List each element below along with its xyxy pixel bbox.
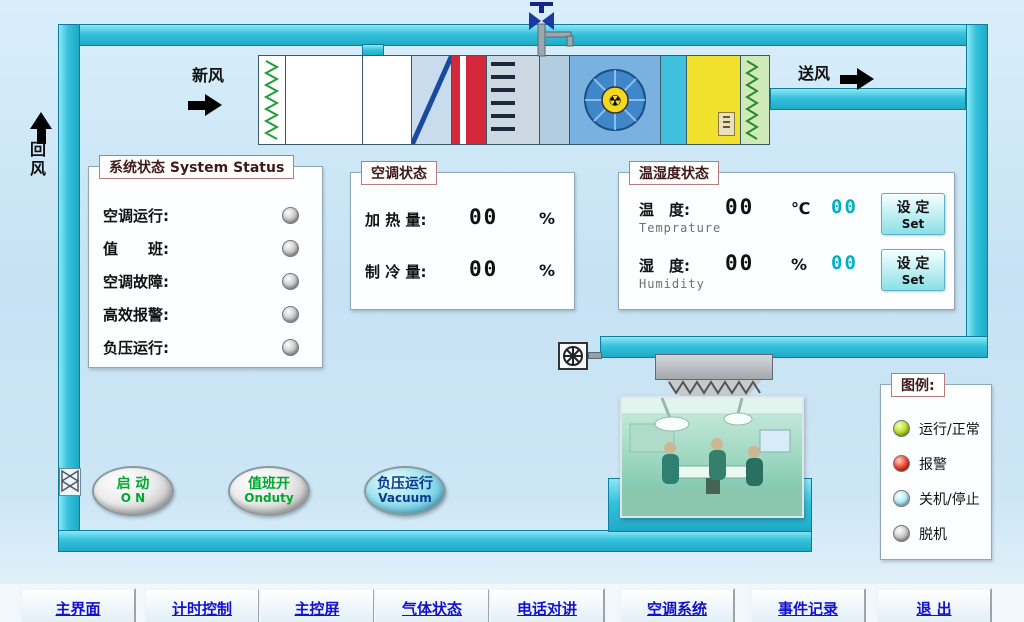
heating-row: 加 热 量: 00 % (365, 205, 556, 229)
return-damper-icon (59, 468, 81, 496)
fresh-air-arrow (188, 94, 222, 116)
led-ac-fault (282, 273, 299, 290)
nav-exit[interactable]: 退 出 (876, 588, 992, 622)
supply-air-arrow (840, 68, 874, 90)
humidity-set-button[interactable]: 设 定 Set (881, 249, 945, 291)
temperature-value: 00 (725, 195, 755, 219)
bottom-return-duct (58, 530, 812, 552)
cooling-value: 00 (469, 257, 499, 281)
air-handling-unit: ☢ (258, 55, 770, 145)
supply-air-label: 送风 (798, 64, 831, 83)
cooling-row: 制 冷 量: 00 % (365, 257, 556, 281)
temperature-set-button[interactable]: 设 定 Set (881, 193, 945, 235)
legend-item-stopped: 关机/停止 (881, 481, 991, 516)
control-box-icon (718, 112, 736, 136)
temp-humidity-title: 温湿度状态 (629, 161, 719, 185)
led-on-duty (282, 240, 299, 257)
status-row-ac-running: 空调运行: (103, 199, 299, 232)
fresh-air-label: 新风 (192, 66, 225, 85)
humidity-unit: % (791, 255, 808, 274)
system-status-panel: 系统状态 System Status 空调运行: 值 班: 空调故障: 高效报警… (88, 155, 323, 368)
supply-fan-icon: ☢ (583, 69, 646, 131)
mixing-section (285, 56, 363, 144)
right-supply-duct (966, 24, 988, 358)
ac-status-title: 空调状态 (361, 161, 437, 185)
nav-phone-intercom[interactable]: 电话对讲 (489, 588, 605, 622)
legend-item-alarm: 报警 (881, 446, 991, 481)
nav-ac-system[interactable]: 空调系统 (619, 588, 735, 622)
cooling-unit: % (539, 261, 556, 280)
legend-led-stopped-icon (893, 490, 910, 507)
heater-stripe (460, 56, 467, 144)
led-negative-pressure (282, 339, 299, 356)
legend-led-alarm-icon (893, 455, 910, 472)
legend-led-offline-icon (893, 525, 910, 542)
nav-timing-control[interactable]: 计时控制 (144, 588, 260, 622)
exhaust-fan-icon (558, 342, 588, 370)
operating-room-photo (620, 396, 804, 518)
humidity-row: 湿 度: Humidity 00 % 00 设 定 Set (619, 247, 954, 301)
legend-item-normal: 运行/正常 (881, 411, 991, 446)
inlet-section (362, 56, 413, 144)
supply-coil-section (741, 56, 770, 144)
temperature-setpoint: 00 (831, 196, 858, 218)
mid-supply-duct (600, 336, 988, 358)
return-air-label: 回风 (29, 140, 46, 178)
humidifier-grid-icon (491, 62, 516, 138)
damper-blade-icon (412, 56, 452, 144)
electric-section (687, 56, 742, 144)
led-ac-running (282, 207, 299, 224)
temp-humidity-panel: 温湿度状态 温 度: Temprature 00 ℃ 00 设 定 Set 湿 … (618, 161, 955, 310)
return-air-arrow (30, 112, 52, 144)
humidifier-section (487, 56, 540, 144)
status-row-ac-fault: 空调故障: (103, 265, 299, 298)
status-row-negative-pressure: 负压运行: (103, 331, 299, 364)
nav-main-control[interactable]: 主控屏 (259, 588, 375, 622)
heating-value: 00 (469, 205, 499, 229)
legend-item-offline: 脱机 (881, 516, 991, 551)
system-status-title: 系统状态 System Status (99, 155, 295, 179)
status-row-on-duty: 值 班: (103, 232, 299, 265)
legend-panel: 图例: 运行/正常 报警 关机/停止 脱机 (880, 373, 992, 560)
led-hepa-alarm (282, 306, 299, 323)
heating-unit: % (539, 209, 556, 228)
temperature-row: 温 度: Temprature 00 ℃ 00 设 定 Set (619, 191, 954, 245)
temperature-unit: ℃ (791, 199, 811, 218)
fresh-air-coil-section (259, 56, 286, 144)
diffuser-coil-icon (664, 380, 764, 400)
fan-section: ☢ (569, 56, 662, 144)
radiation-icon: ☢ (608, 92, 621, 110)
ac-status-panel: 空调状态 加 热 量: 00 % 制 冷 量: 00 % (350, 161, 575, 310)
legend-led-normal-icon (893, 420, 910, 437)
outlet-plenum-section (661, 56, 688, 144)
spacer-section (539, 56, 570, 144)
humidity-setpoint: 00 (831, 252, 858, 274)
fan-connector-pipe (588, 352, 602, 359)
nav-gas-status[interactable]: 气体状态 (374, 588, 490, 622)
water-valve-icon (522, 0, 586, 62)
nav-main-screen[interactable]: 主界面 (20, 588, 136, 622)
ceiling-plenum (655, 354, 773, 380)
nav-event-log[interactable]: 事件记录 (750, 588, 866, 622)
heater-section (452, 56, 488, 144)
ahu-outlet-duct (770, 88, 966, 110)
legend-title: 图例: (891, 373, 945, 397)
status-row-hepa-alarm: 高效报警: (103, 298, 299, 331)
damper-section (412, 56, 453, 144)
humidity-value: 00 (725, 251, 755, 275)
